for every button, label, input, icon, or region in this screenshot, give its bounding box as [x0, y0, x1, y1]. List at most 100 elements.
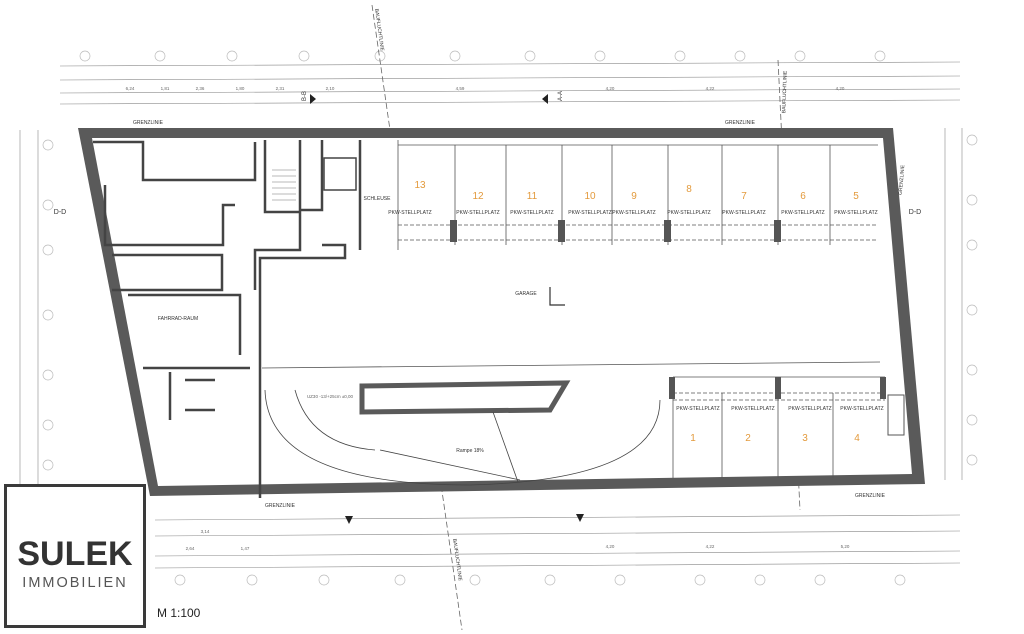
logo-subtitle: IMMOBILIEN — [22, 575, 128, 591]
parking-space-label: PKW-STELLPLATZ — [568, 210, 611, 216]
section-d-left: D-D — [54, 209, 66, 216]
grid-axis-circle — [966, 364, 978, 376]
parking-number: 2 — [745, 433, 751, 444]
boundary-label-bottom-left: GRENZLINIE — [265, 503, 296, 509]
parking-number: 13 — [414, 180, 426, 191]
grid-axis-circle — [594, 50, 606, 62]
grid-axis-circle — [42, 139, 54, 151]
garage-label: GARAGE — [515, 291, 537, 297]
boundary-label-top-right: GRENZLINIE — [725, 120, 756, 126]
grid-axis-circle — [42, 419, 54, 431]
dimension-label: 2,36 — [196, 86, 205, 91]
dimension-label: 1,81 — [161, 86, 170, 91]
grid-axis-circle — [226, 50, 238, 62]
section-arrow-a — [542, 94, 548, 104]
grid-axis-circle — [894, 574, 906, 586]
dimension-label: 1,80 — [236, 86, 245, 91]
grid-axis-circle — [754, 574, 766, 586]
ramp-curve — [264, 389, 661, 486]
grid-axis-circle — [966, 239, 978, 251]
scale-label: M 1:100 — [157, 606, 201, 620]
dimension-label: 3,14 — [201, 529, 210, 534]
grid-axis-circle — [966, 134, 978, 146]
grid-axis-circle — [42, 309, 54, 321]
dimension-label: 4,20 — [836, 86, 845, 91]
grid-axis-circle — [794, 50, 806, 62]
level-marker — [549, 287, 565, 306]
grid-axis-circle — [154, 50, 166, 62]
grid-axis-circle — [966, 454, 978, 466]
ramp-edge-line — [261, 361, 881, 369]
dimension-label: 4,20 — [606, 544, 615, 549]
dimension-label: 1,47 — [241, 546, 250, 551]
grid-axis-circle — [42, 459, 54, 471]
stair — [272, 169, 296, 201]
grid-axis-circle — [79, 50, 91, 62]
parking-number: 12 — [472, 191, 484, 202]
parking-space-label: PKW-STELLPLATZ — [840, 406, 883, 412]
building-line-label-right: BAUFLUCHTLINIE — [781, 70, 789, 113]
grid-axis-circle — [544, 574, 556, 586]
ramp-core-block — [359, 380, 571, 415]
sulek-immobilien-logo: SULEK IMMOBILIEN — [4, 484, 146, 628]
grid-axis-circle — [42, 244, 54, 256]
parking-space-label: PKW-STELLPLATZ — [510, 210, 553, 216]
grid-axis-circle — [318, 574, 330, 586]
room-bike-label: FAHRRAD-RAUM — [158, 316, 198, 322]
dimension-label: 5,20 — [841, 544, 850, 549]
dimension-label: 4,20 — [606, 86, 615, 91]
parking-space-label: PKW-STELLPLATZ — [612, 210, 655, 216]
section-arrow-a-bottom — [576, 514, 584, 522]
shaft — [887, 394, 905, 436]
core-rooms — [93, 140, 362, 498]
grid-axis-circle — [246, 574, 258, 586]
section-d-right: D-D — [909, 209, 921, 216]
grid-axis-markers — [42, 50, 978, 586]
interior — [92, 138, 912, 486]
grid-axis-circle — [966, 304, 978, 316]
grid-axis-circle — [874, 50, 886, 62]
parking-number: 10 — [584, 191, 596, 202]
dimension-lines-bottom — [154, 514, 961, 569]
section-arrow-b — [310, 94, 316, 104]
section-a-top: A-A — [558, 91, 564, 101]
parking-number: 9 — [631, 191, 637, 202]
boundary-label-top-left: GRENZLINIE — [133, 120, 164, 126]
parking-space-label: PKW-STELLPLATZ — [731, 406, 774, 412]
grid-axis-circle — [394, 574, 406, 586]
grid-axis-circle — [469, 574, 481, 586]
parking-number: 1 — [690, 433, 696, 444]
section-arrow-b-bottom — [345, 516, 353, 524]
parking-number: 7 — [741, 191, 747, 202]
dimension-label: 4,22 — [706, 86, 715, 91]
section-b-top: B-B — [302, 91, 308, 101]
dimension-label: 2,64 — [186, 546, 195, 551]
parking-space-label: PKW-STELLPLATZ — [388, 210, 431, 216]
grid-axis-circle — [174, 574, 186, 586]
logo-brand: SULEK — [17, 535, 133, 573]
elevator — [323, 157, 357, 191]
boundary-label-bottom-right: GRENZLINIE — [855, 493, 886, 499]
parking-number: 6 — [800, 191, 806, 202]
dimension-label: 4,59 — [456, 86, 465, 91]
grid-axis-circle — [674, 50, 686, 62]
boundary-label-right: GRENZLINIE — [898, 164, 907, 195]
ramp-line — [379, 449, 521, 481]
parking-space-label: PKW-STELLPLATZ — [667, 210, 710, 216]
grid-axis-circle — [614, 574, 626, 586]
grid-axis-circle — [694, 574, 706, 586]
grid-axis-circle — [42, 369, 54, 381]
building-line-label-bottom: BAUFLUCHTLINIE — [451, 538, 463, 582]
grid-axis-circle — [966, 194, 978, 206]
dimension-label: 2,31 — [276, 86, 285, 91]
grid-axis-circle — [449, 50, 461, 62]
ramp-line-2 — [492, 411, 519, 483]
grid-axis-circle — [966, 414, 978, 426]
parking-lower — [672, 376, 885, 478]
dimension-label: 4,22 — [706, 544, 715, 549]
room-lock-label: SCHLEUSE — [364, 196, 392, 202]
grid-axis-circle — [298, 50, 310, 62]
building-line-label-top: BAUFLUCHTLINIE — [373, 8, 385, 52]
grid-axis-circle — [42, 199, 54, 211]
